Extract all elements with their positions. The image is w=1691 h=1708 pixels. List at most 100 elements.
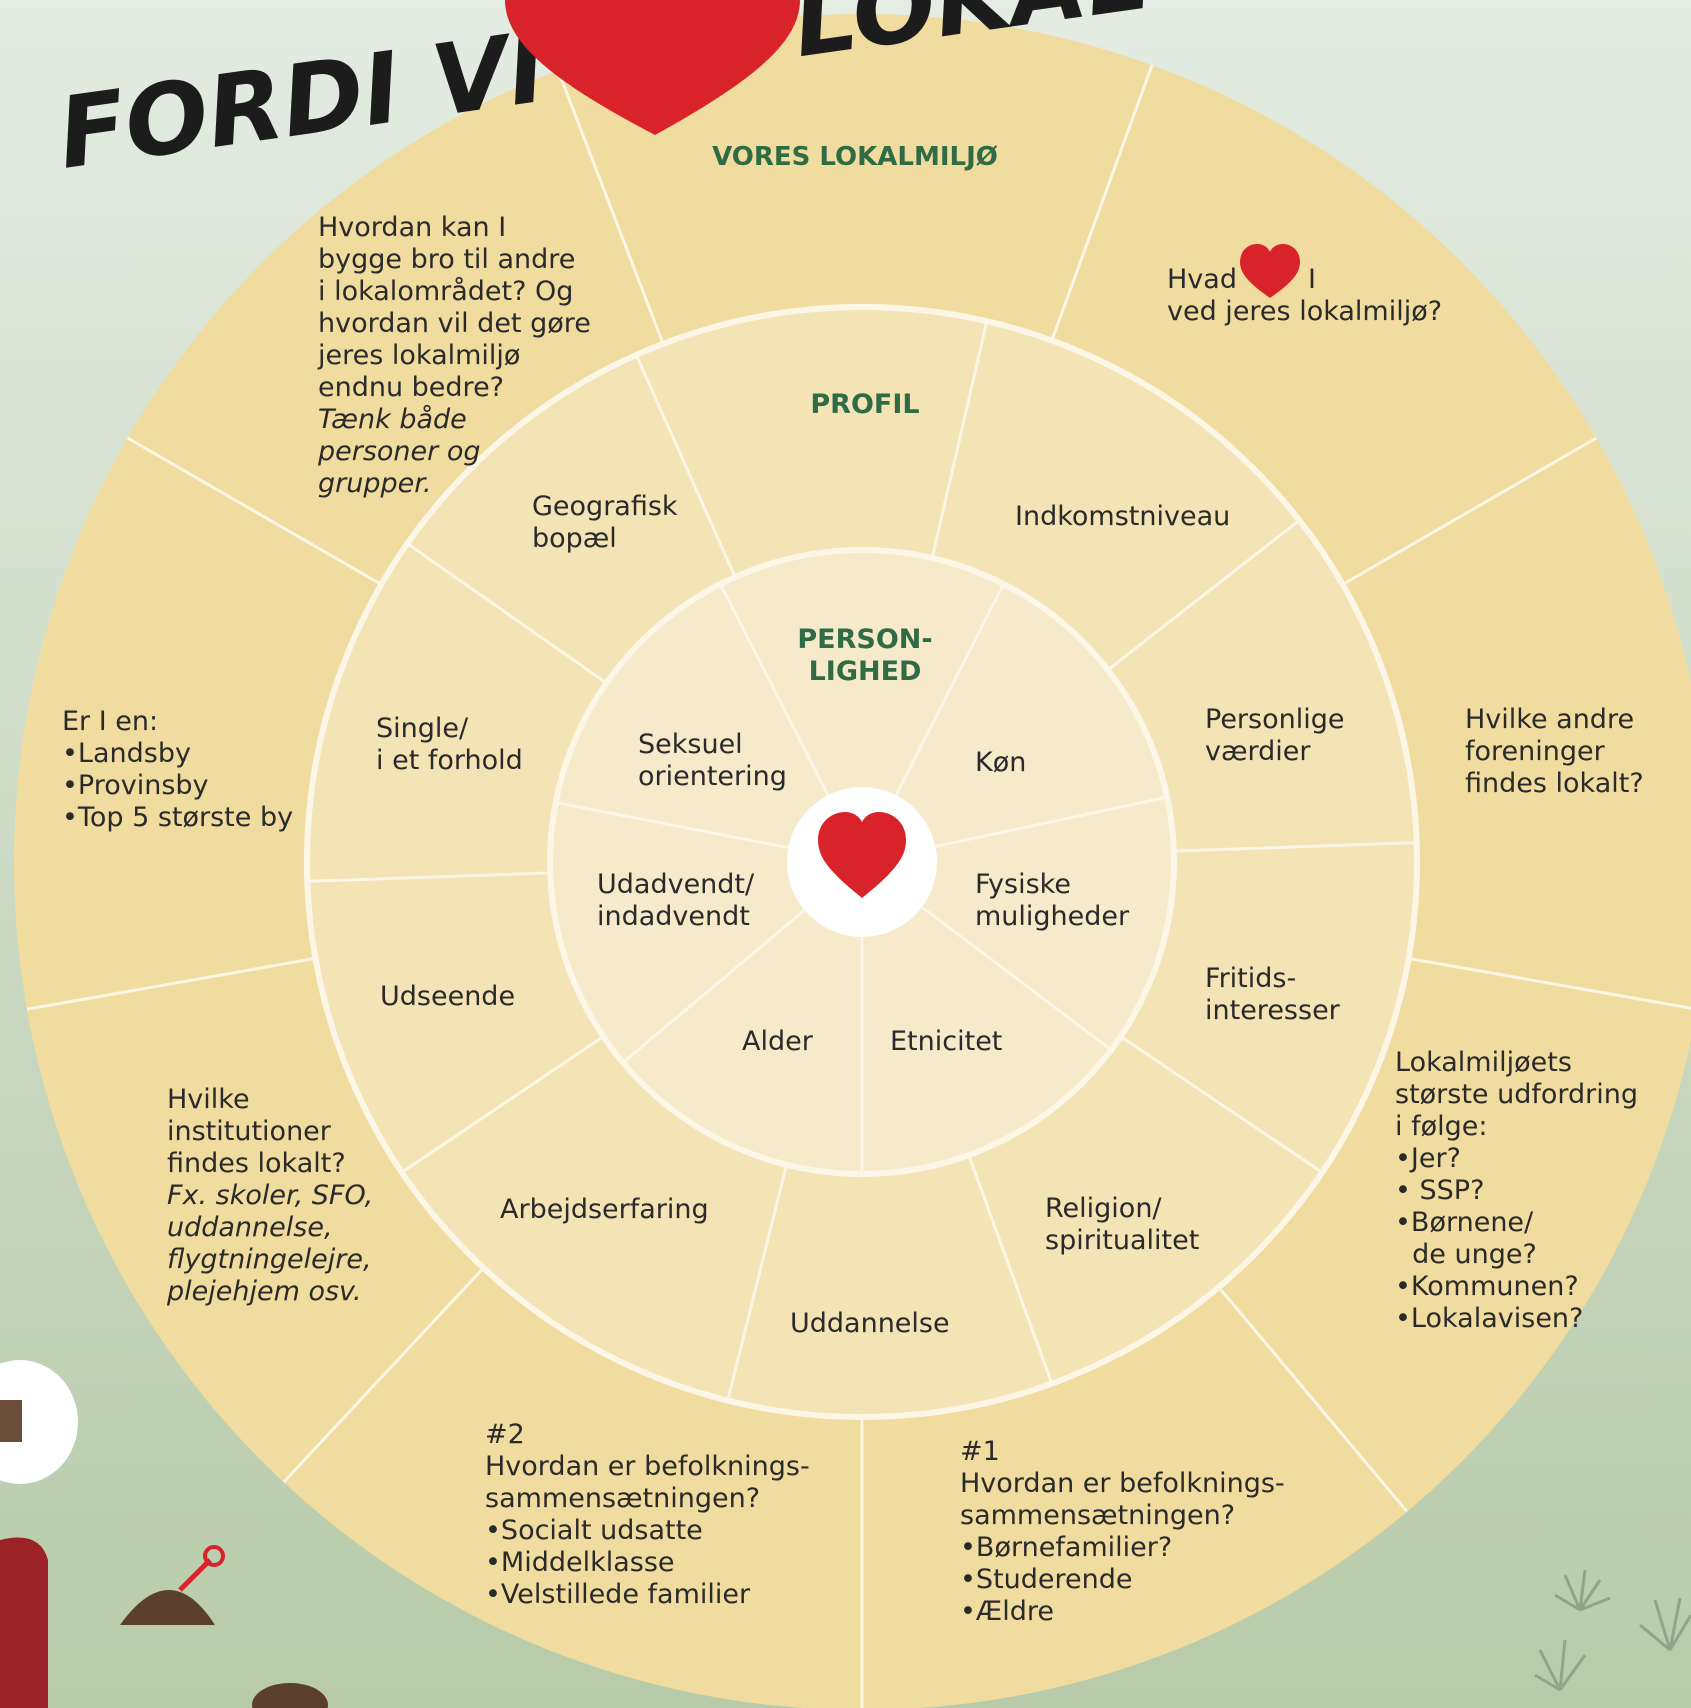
outer-bro-5: endnu bedre? xyxy=(318,372,504,403)
outer-inst-1: institutioner xyxy=(167,1116,332,1147)
outer-erien-0: Er I en: xyxy=(62,706,158,737)
udadvendt-label-1: Udadvendt/ xyxy=(597,869,755,900)
middle-divider xyxy=(1106,519,1301,672)
arbejde-label: Arbejdserfaring xyxy=(500,1194,709,1225)
single-label-1: Single/ xyxy=(376,713,469,744)
outer-nr2-2: sammensætningen? xyxy=(485,1483,760,1514)
middle-divider xyxy=(634,354,737,578)
speech-bubble xyxy=(0,1360,78,1484)
outer-erien-1: •Landsby xyxy=(62,738,191,769)
outer-udf-1: største udfordring xyxy=(1395,1079,1638,1110)
etnicitet-label: Etnicitet xyxy=(890,1026,1002,1057)
small-heart-icon xyxy=(1240,244,1300,298)
shovel-handle-icon xyxy=(203,1545,225,1567)
fysiske-label-2: muligheder xyxy=(975,901,1130,932)
outer-udf-7: •Kommunen? xyxy=(1395,1271,1579,1302)
outer-inst-italic-3: plejehjem osv. xyxy=(166,1276,361,1307)
outer-divider xyxy=(556,69,665,345)
outer-nr2-3: •Socialt udsatte xyxy=(485,1515,703,1546)
middle-divider xyxy=(1173,841,1417,853)
alder-label: Alder xyxy=(742,1026,814,1057)
seksuel-label-1: Seksuel xyxy=(638,729,743,760)
udseende-label: Udseende xyxy=(380,981,515,1012)
outer-nr2-4: •Middelklasse xyxy=(485,1547,675,1578)
person-figure-icon xyxy=(0,1537,48,1708)
personlige-label-2: værdier xyxy=(1205,736,1311,767)
outer-udf-2: i følge: xyxy=(1395,1111,1487,1142)
center-heart-icon xyxy=(818,812,906,898)
outer-nr2-5: •Velstillede familier xyxy=(485,1579,751,1610)
inner-divider xyxy=(920,905,1113,1051)
outer-foreninger-0: Hvilke andre xyxy=(1465,704,1634,735)
geografisk-label-1: Geografisk xyxy=(532,491,678,522)
inner-ring-heading-2: LIGHED xyxy=(809,656,922,687)
figure-cup-icon xyxy=(0,1400,22,1442)
outer-foreninger-1: foreninger xyxy=(1465,736,1606,767)
middle-ring-heading: PROFIL xyxy=(810,389,919,420)
outer-bro-italic-0: Tænk både xyxy=(318,404,467,435)
personlige-label-1: Personlige xyxy=(1205,704,1344,735)
outer-divider xyxy=(26,956,316,1011)
title-heart-icon xyxy=(505,0,800,135)
uddannelse-label: Uddannelse xyxy=(790,1308,950,1339)
middle-divider xyxy=(307,871,551,883)
outer-foreninger-2: findes lokalt? xyxy=(1465,768,1644,799)
fritid-label-1: Fritids- xyxy=(1205,963,1296,994)
outer-nr1-4: •Studerende xyxy=(960,1564,1133,1595)
seksuel-label-2: orientering xyxy=(638,761,787,792)
outer-divider xyxy=(1341,436,1598,586)
outer-divider xyxy=(1217,1286,1409,1513)
outer-inst-0: Hvilke xyxy=(167,1084,250,1115)
inner-ring-heading-1: PERSON- xyxy=(797,624,932,655)
outer-nr1-2: sammensætningen? xyxy=(960,1500,1235,1531)
religion-label-1: Religion/ xyxy=(1045,1193,1162,1224)
outer-udf-4: • SSP? xyxy=(1395,1175,1484,1206)
geografisk-label-2: bopæl xyxy=(532,523,617,554)
outer-bro-italic-2: grupper. xyxy=(318,468,431,499)
middle-divider xyxy=(1119,1035,1323,1174)
outer-udf-8: •Lokalavisen? xyxy=(1395,1303,1583,1334)
outer-ring-heading: VORES LOKALMILJØ xyxy=(712,142,998,172)
outer-bro-0: Hvordan kan I xyxy=(318,212,506,243)
outer-inst-italic-1: uddannelse, xyxy=(167,1212,333,1243)
middle-ring-dividers xyxy=(307,320,1417,1401)
fritid-label-2: interesser xyxy=(1205,995,1341,1026)
outer-divider xyxy=(1408,956,1691,1010)
outer-erien-3: •Top 5 største by xyxy=(62,802,293,833)
outer-inst-italic-0: Fx. skoler, SFO, xyxy=(167,1180,373,1211)
inner-divider xyxy=(622,909,806,1064)
outer-inst-italic-2: flygtningelejre, xyxy=(167,1244,372,1275)
outer-divider xyxy=(282,1266,485,1484)
outer-inst-2: findes lokalt? xyxy=(167,1148,346,1179)
barrel-icon xyxy=(252,1683,328,1708)
outer-udf-5: •Børnene/ xyxy=(1395,1207,1534,1238)
dirt-pile-icon xyxy=(120,1590,215,1625)
outer-bro-3: hvordan vil det gøre xyxy=(318,308,591,339)
outer-nr2-1: Hvordan er befolknings- xyxy=(485,1451,810,1482)
middle-divider xyxy=(406,542,608,685)
middle-divider xyxy=(967,1154,1054,1385)
outer-hvad-1: Hvad xyxy=(1167,264,1237,295)
outer-bro-4: jeres lokalmiljø xyxy=(317,340,520,371)
outer-udf-6: de unge? xyxy=(1395,1239,1537,1270)
outer-hvad-2: I xyxy=(1308,264,1316,295)
inner-divider xyxy=(719,583,830,796)
middle-divider xyxy=(726,1164,788,1401)
middle-divider xyxy=(930,320,989,559)
outer-bro-2: i lokalområdet? Og xyxy=(318,276,573,307)
inner-divider xyxy=(894,583,1005,796)
grass-icon xyxy=(1534,1569,1691,1692)
shovel-icon xyxy=(178,1558,212,1592)
outer-udf-0: Lokalmiljøets xyxy=(1395,1047,1572,1078)
indkomst-label: Indkomstniveau xyxy=(1015,501,1230,532)
outer-divider xyxy=(126,436,383,586)
outer-nr1-1: Hvordan er befolknings- xyxy=(960,1468,1285,1499)
outer-ring-dividers xyxy=(26,64,1691,1708)
udadvendt-label-2: indadvendt xyxy=(597,901,750,932)
outer-bro-italic-1: personer og xyxy=(317,436,481,467)
outer-udf-3: •Jer? xyxy=(1395,1143,1461,1174)
kon-label: Køn xyxy=(975,747,1026,778)
outer-nr1-5: •Ældre xyxy=(960,1596,1054,1627)
outer-divider xyxy=(1050,64,1154,341)
